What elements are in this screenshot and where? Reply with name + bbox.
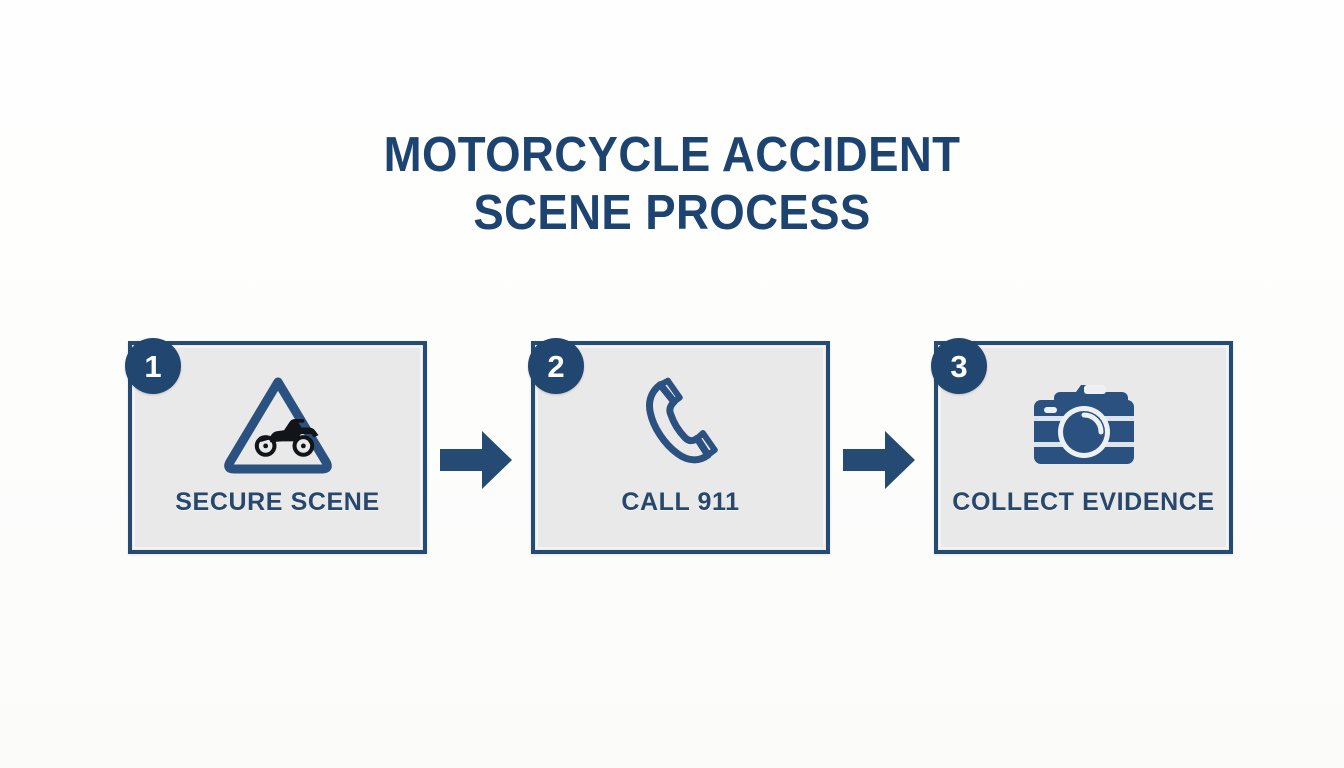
step-card-call-911[interactable]: 2 CALL 911 xyxy=(528,338,830,554)
step-card-secure-scene[interactable]: 1 SECURE SCENE xyxy=(125,338,427,554)
step-number-badge-1: 1 xyxy=(125,338,181,394)
arrow-step2-to-step3 xyxy=(843,429,915,491)
step-label-2: CALL 911 xyxy=(621,488,740,516)
step-number-badge-2: 2 xyxy=(528,338,584,394)
title-line-2: SCENE PROCESS xyxy=(473,186,871,240)
camera-icon xyxy=(938,369,1229,479)
step-label-3: COLLECT EVIDENCE xyxy=(952,488,1215,516)
telephone-handset-icon xyxy=(535,369,826,479)
process-steps-row: 1 SECURE SCENE xyxy=(125,338,1233,554)
step-card-collect-evidence[interactable]: 3 COLLECT EVIDENCE xyxy=(931,338,1233,554)
motorcycle-warning-triangle-icon xyxy=(132,369,423,479)
title-line-1: MOTORCYCLE ACCIDENT xyxy=(383,128,961,182)
step-number-badge-3: 3 xyxy=(931,338,987,394)
arrow-step1-to-step2 xyxy=(440,429,512,491)
step-label-1: SECURE SCENE xyxy=(175,488,380,516)
page-title: MOTORCYCLE ACCIDENT SCENE PROCESS xyxy=(0,126,1344,242)
